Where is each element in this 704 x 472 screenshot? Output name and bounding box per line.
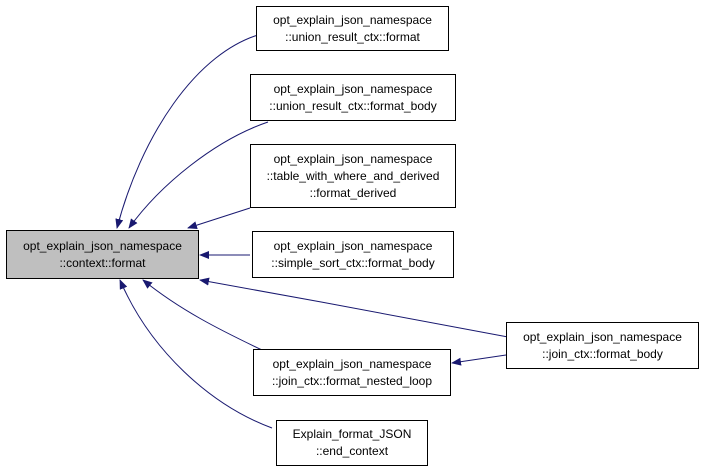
node-union-result-format-body-line-1: opt_explain_json_namespace <box>273 81 433 96</box>
node-explain-end-context[interactable]: Explain_format_JSON ::end_context <box>276 420 428 466</box>
node-union-result-format[interactable]: opt_explain_json_namespace ::union_resul… <box>256 6 449 51</box>
node-join-format-body-line-1: opt_explain_json_namespace <box>523 329 682 344</box>
edge-union-format-body <box>128 121 269 229</box>
node-table-format-derived-line-3: ::format_derived <box>309 185 397 200</box>
node-explain-end-context-line-2: ::end_context <box>315 444 389 458</box>
node-join-format-nested-loop-line-2: ::join_ctx::format_nested_loop <box>271 373 433 388</box>
node-union-result-format-body[interactable]: opt_explain_json_namespace ::union_resul… <box>250 74 456 121</box>
node-join-format-nested-loop-line-1: opt_explain_json_namespace <box>272 356 432 371</box>
node-join-format-body[interactable]: opt_explain_json_namespace ::join_ctx::f… <box>506 322 699 369</box>
node-table-format-derived[interactable]: opt_explain_json_namespace ::table_with_… <box>250 144 456 208</box>
node-simple-sort-format-body[interactable]: opt_explain_json_namespace ::simple_sort… <box>252 231 454 278</box>
node-union-result-format-body-line-2: ::union_result_ctx::format_body <box>269 98 437 113</box>
node-union-result-format-line-1: opt_explain_json_namespace <box>273 12 432 27</box>
node-context-format-line-1: opt_explain_json_namespace <box>23 238 182 253</box>
node-context-format: opt_explain_json_namespace ::context::fo… <box>6 230 199 279</box>
node-simple-sort-format-body-line-2: ::simple_sort_ctx::format_body <box>271 255 435 270</box>
node-table-format-derived-line-2: ::table_with_where_and_derived <box>266 168 440 183</box>
node-table-format-derived-line-1: opt_explain_json_namespace <box>273 151 433 166</box>
node-context-format-line-2: ::context::format <box>59 255 146 270</box>
edge-join-format-body-to-context <box>199 277 509 338</box>
node-join-format-body-line-2: ::join_ctx::format_body <box>542 346 663 361</box>
node-simple-sort-format-body-line-1: opt_explain_json_namespace <box>273 238 433 253</box>
edge-union-format <box>115 32 266 229</box>
node-join-format-nested-loop[interactable]: opt_explain_json_namespace ::join_ctx::f… <box>253 349 451 396</box>
node-explain-end-context-line-1: Explain_format_JSON <box>292 427 412 441</box>
edge-join-nested-loop <box>142 279 263 351</box>
node-union-result-format-line-2: ::union_result_ctx::format <box>285 29 420 44</box>
edge-explain-end-context <box>119 279 273 429</box>
edge-table-format-derived <box>187 207 251 230</box>
edge-join-format-body-to-nested-loop <box>451 354 507 366</box>
